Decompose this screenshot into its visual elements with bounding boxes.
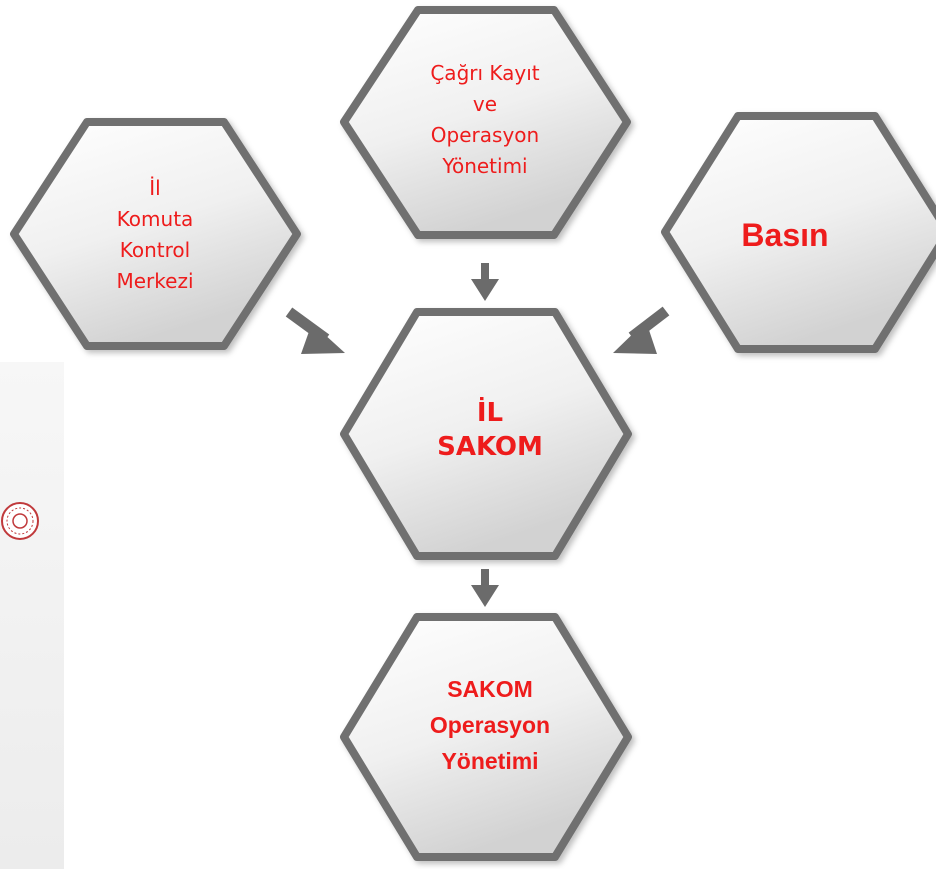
arrow-down-bottom xyxy=(471,569,499,607)
node-sakomop-line-1: SAKOM xyxy=(447,676,533,702)
arrow-diagonal-left xyxy=(285,307,345,354)
node-komuta-line-4: Merkezi xyxy=(116,269,194,293)
arrow-diagonal-right xyxy=(613,306,670,354)
node-basin: Basın xyxy=(700,190,870,280)
hex-il-sakom xyxy=(340,308,632,560)
node-sakom-line-1: İL xyxy=(476,398,504,428)
node-komuta-line-1: İl xyxy=(149,176,161,200)
node-cagri-kayit: Çağrı Kayıt ve Operasyon Yönetimi xyxy=(380,20,590,220)
node-komuta-line-3: Kontrol xyxy=(119,238,191,262)
node-sakomop-line-3: Yönetimi xyxy=(441,748,539,774)
node-sakom-line-2: SAKOM xyxy=(437,432,543,462)
side-panel xyxy=(0,362,64,869)
node-il-sakom: İL SAKOM xyxy=(390,370,590,490)
hex-sakom-operasyon xyxy=(340,613,632,861)
node-komuta-line-2: Komuta xyxy=(116,207,194,231)
node-il-komuta: İl Komuta Kontrol Merkezi xyxy=(55,130,255,340)
hex-basin xyxy=(661,112,936,353)
node-basin-line-1: Basın xyxy=(741,216,829,253)
node-cagri-line-4: Yönetimi xyxy=(442,154,528,178)
emblem-icon xyxy=(1,502,39,540)
node-sakomop-line-2: Operasyon xyxy=(429,712,551,738)
node-cagri-line-3: Operasyon xyxy=(430,123,540,147)
node-cagri-line-2: ve xyxy=(472,92,498,116)
hex-il-komuta xyxy=(10,118,301,350)
node-cagri-line-1: Çağrı Kayıt xyxy=(430,61,540,85)
node-sakom-operasyon: SAKOM Operasyon Yönetimi xyxy=(390,655,590,795)
hex-cagri-kayit xyxy=(340,6,631,239)
arrow-down-top xyxy=(471,263,499,301)
